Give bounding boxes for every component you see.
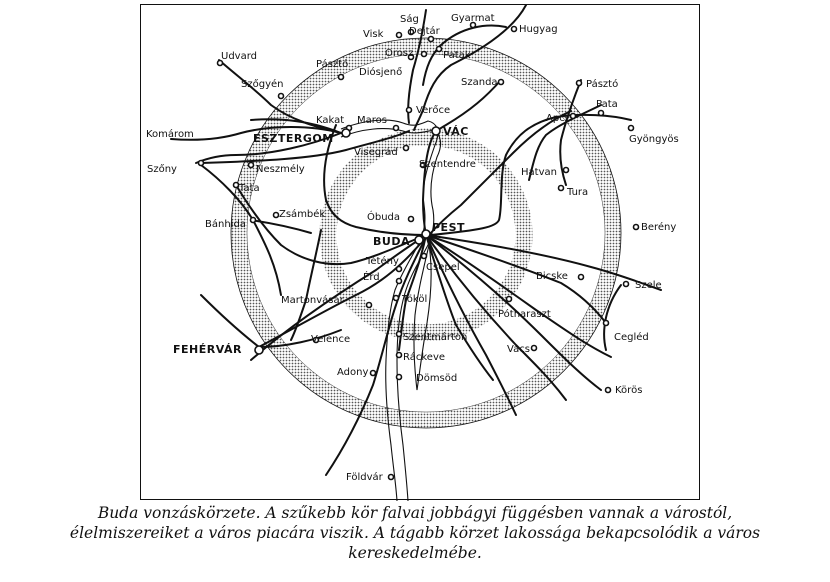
label-bicske: Bicske: [536, 271, 568, 282]
label-tokol: Tököl: [401, 294, 427, 305]
label-maros: Maros: [357, 115, 387, 126]
label-verroce: Verőce: [416, 104, 450, 116]
label-dejtar: Dejtár: [409, 25, 441, 37]
label-potharaszt: Pótharaszt: [498, 308, 551, 320]
label-csepel: Csepel: [426, 262, 460, 273]
label-banhida: Bánhida: [205, 218, 246, 230]
label-buda: BUDA: [373, 235, 410, 248]
label-esztergom: ESZTERGOM: [253, 132, 334, 145]
label-paszto-ne: Pásztó: [586, 78, 618, 90]
label-pata: Pata: [596, 99, 618, 110]
place-labels: Ság Visk Dejtár Gyarmat Hugyag Udvard Pá…: [146, 13, 679, 483]
label-apc: Apc: [546, 113, 565, 124]
label-szentmarton: Szentmárton: [403, 331, 467, 343]
outer-ring-edge: [230, 37, 622, 429]
inner-ring: [319, 128, 533, 342]
label-szanda: Szanda: [461, 77, 498, 88]
label-diosjeno: Diósjenő: [359, 66, 402, 78]
map-frame: Ság Visk Dejtár Gyarmat Hugyag Udvard Pá…: [140, 4, 700, 501]
label-sag: Ság: [400, 13, 419, 25]
outer-ring: [231, 38, 621, 428]
label-vacs: Vacs: [507, 344, 530, 355]
label-koros: Körös: [615, 385, 642, 396]
label-pest: PEST: [432, 221, 465, 234]
caption-line-3: kereskedelmébe.: [348, 544, 482, 562]
label-erd: Érd: [363, 270, 380, 283]
label-kakat: Kakat: [316, 115, 344, 126]
label-tura: Tura: [566, 187, 588, 198]
label-tata: Tata: [238, 183, 260, 194]
label-cegled: Cegléd: [614, 331, 649, 343]
label-bereny: Berény: [641, 221, 676, 233]
label-foldvar: Földvár: [346, 471, 384, 483]
label-hatvan: Hatvan: [521, 167, 557, 178]
label-gyongyos: Gyöngyös: [629, 134, 679, 145]
label-szony: Szőny: [147, 163, 177, 175]
map-caption: Buda vonzáskörzete. A szűkebb kör falvai…: [20, 503, 810, 563]
label-udvard: Udvard: [221, 51, 257, 62]
label-komarom: Komárom: [146, 128, 194, 140]
label-zsambek: Zsámbék: [279, 208, 325, 220]
label-paszto-nw: Pásztó: [316, 58, 348, 70]
label-orosz: Orosz: [385, 48, 413, 59]
csepel-island: [413, 244, 432, 391]
label-patak: Patak: [443, 50, 471, 61]
label-hugyag: Hugyag: [519, 24, 558, 35]
label-martonvasar: Martonvásár: [281, 294, 345, 306]
label-szentendre: Szentendre: [419, 159, 476, 170]
label-szogyen: Szőgyén: [241, 78, 283, 90]
label-obuda: Óbuda: [367, 210, 400, 223]
label-velence: Velence: [311, 334, 350, 345]
label-fehervar: FEHÉRVÁR: [173, 343, 242, 356]
label-adony: Adony: [337, 367, 368, 378]
label-domsod: Dömsöd: [416, 373, 457, 384]
label-visegrad: Visegrád: [354, 146, 398, 158]
caption-line-2: élelmiszereiket a város piacára viszik. …: [69, 524, 761, 542]
label-visk: Visk: [363, 29, 384, 40]
label-teteny: Tétény: [365, 255, 399, 267]
label-gyarmat: Gyarmat: [451, 13, 495, 24]
label-neszmely: Neszmély: [256, 163, 305, 175]
buda-catchment-map: Ság Visk Dejtár Gyarmat Hugyag Udvard Pá…: [146, 5, 679, 501]
caption-line-1: Buda vonzáskörzete. A szűkebb kör falvai…: [97, 504, 733, 522]
label-rackeve: Ráckeve: [403, 351, 445, 363]
routes: [170, 5, 662, 476]
label-szele: Szele: [635, 280, 662, 291]
place-dots: [197, 21, 640, 481]
label-vac: VÁC: [443, 125, 469, 138]
